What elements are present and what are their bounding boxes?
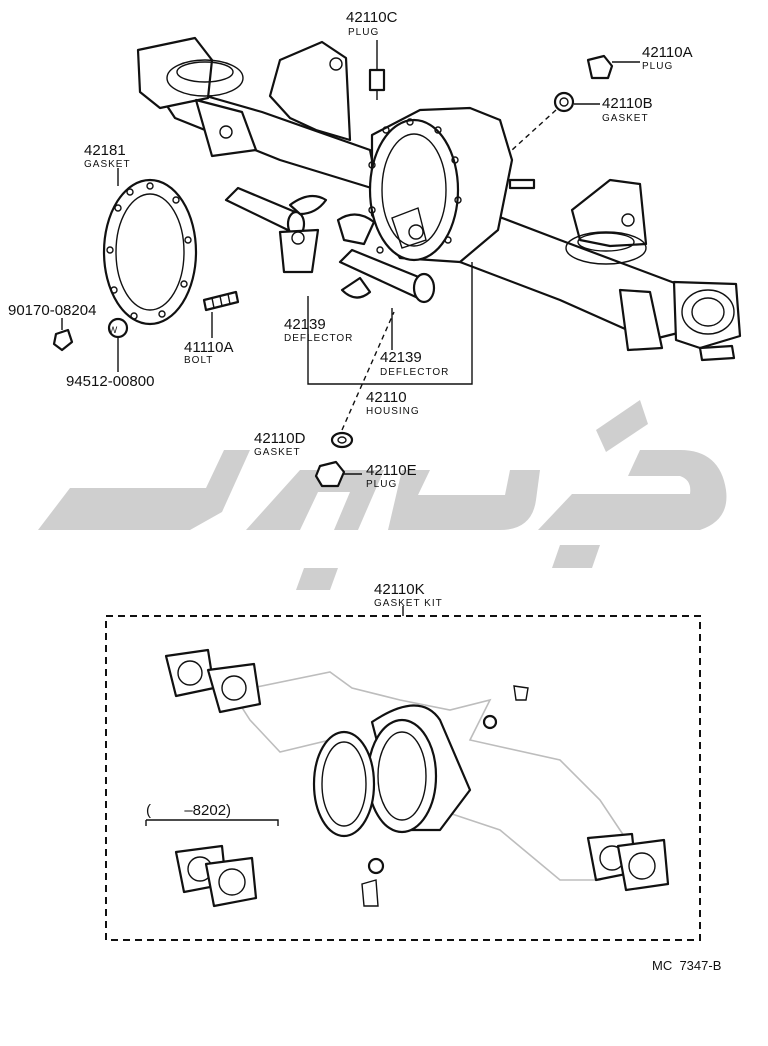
part-number: 42110 bbox=[366, 389, 407, 406]
part-description: GASKET KIT bbox=[374, 598, 443, 609]
plug-42110a bbox=[586, 54, 640, 80]
part-description: DEFLECTOR bbox=[380, 367, 449, 378]
gasket-kit-housing-outline bbox=[230, 671, 642, 907]
part-description: PLUG bbox=[366, 479, 397, 490]
label-42110e: 42110E PLUG bbox=[366, 462, 417, 490]
watermark-logo bbox=[38, 400, 727, 590]
label-42110: 42110 HOUSING bbox=[366, 389, 420, 417]
label-42110a: 42110A PLUG bbox=[642, 44, 693, 72]
washer-mark: W bbox=[109, 325, 118, 335]
part-description: GASKET bbox=[254, 447, 301, 458]
part-number: 42139 bbox=[380, 349, 422, 366]
part-number: 42181 bbox=[84, 142, 126, 159]
part-description: HOUSING bbox=[366, 406, 420, 417]
gasket-kit-carrier-gasket bbox=[312, 730, 376, 838]
part-number: 94512-00800 bbox=[66, 373, 154, 390]
serial-range-note: ( –8202) bbox=[146, 802, 231, 819]
part-number: 42110D bbox=[254, 430, 306, 447]
part-description: PLUG bbox=[348, 27, 379, 38]
deflector-42139-right bbox=[336, 213, 436, 304]
part-number: 41110A bbox=[184, 339, 234, 356]
gasket-42181 bbox=[102, 168, 198, 326]
gasket-42110d bbox=[330, 311, 395, 449]
part-description: GASKET bbox=[84, 159, 131, 170]
part-number: 42139 bbox=[284, 316, 326, 333]
gasket-kit-box bbox=[105, 606, 701, 941]
label-42181: 42181 GASKET bbox=[84, 142, 131, 170]
gasket-kit-flange-gaskets-right bbox=[586, 832, 670, 892]
label-42110c: 42110C PLUG bbox=[346, 9, 398, 38]
part-number: 42110E bbox=[366, 462, 417, 479]
part-number: 42110A bbox=[642, 44, 693, 61]
gasket-kit-flange-gaskets-left bbox=[164, 648, 262, 714]
bolt-41110a bbox=[202, 290, 240, 338]
washer-94512-00800 bbox=[107, 317, 129, 372]
part-description: DEFLECTOR bbox=[284, 333, 353, 344]
gasket-42110b bbox=[511, 91, 600, 151]
label-42110d: 42110D GASKET bbox=[254, 430, 306, 458]
label-90170-08204: 90170-08204 bbox=[8, 302, 96, 319]
deflector-42139-left bbox=[224, 186, 328, 274]
plug-42110c bbox=[368, 40, 386, 100]
part-description: PLUG bbox=[642, 61, 673, 72]
part-number: 42110K bbox=[374, 581, 425, 598]
part-number: 90170-08204 bbox=[8, 302, 96, 319]
part-number: 42110C bbox=[346, 9, 398, 26]
part-description: GASKET bbox=[602, 113, 649, 124]
nut-90170-08204 bbox=[52, 318, 74, 352]
label-42139-right: 42139 DEFLECTOR bbox=[380, 349, 449, 378]
label-41110a: 41110A BOLT bbox=[184, 339, 234, 366]
label-42110b: 42110B GASKET bbox=[602, 95, 653, 124]
label-42139-left: 42139 DEFLECTOR bbox=[284, 316, 353, 344]
plug-42110e bbox=[314, 460, 362, 488]
diagram-code: MC 7347-B bbox=[652, 958, 721, 973]
label-94512-00800: 94512-00800 bbox=[66, 373, 154, 390]
label-42110k: 42110K GASKET KIT bbox=[374, 581, 443, 609]
gasket-kit-early-flange-gaskets bbox=[145, 819, 279, 908]
axle-housing bbox=[136, 36, 742, 362]
part-number: 42110B bbox=[602, 95, 653, 112]
part-description: BOLT bbox=[184, 355, 213, 366]
